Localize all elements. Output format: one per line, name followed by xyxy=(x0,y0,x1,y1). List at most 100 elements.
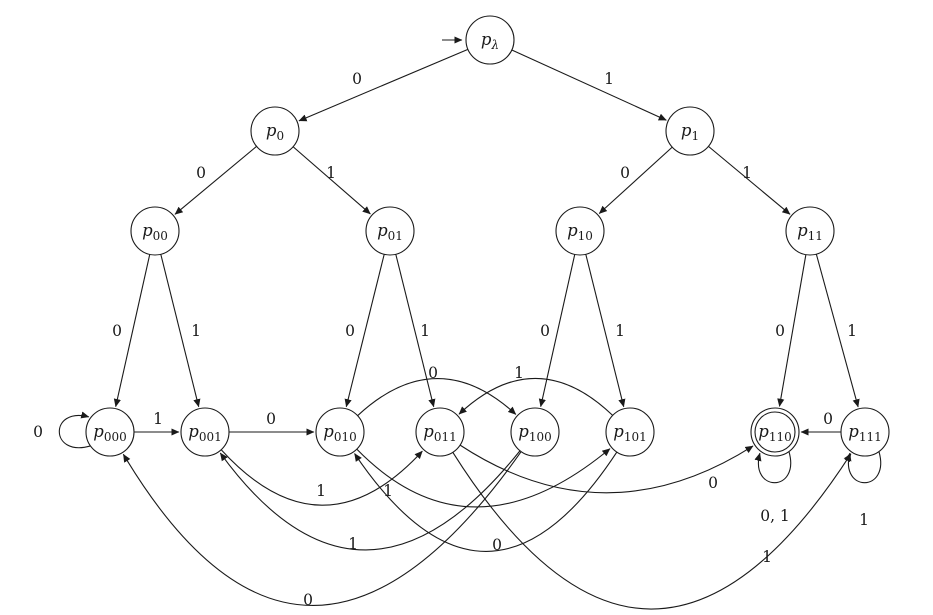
transition-label-p_111-p_110: 0 xyxy=(823,410,833,428)
state-p_111: p111 xyxy=(840,407,890,457)
transition-p_0-p_01-on-1 xyxy=(292,146,371,215)
transition-label-p_011-p_110: 0 xyxy=(708,474,718,492)
transition-label-p_001-p_011: 1 xyxy=(316,482,326,500)
state-circle-p_1 xyxy=(665,106,715,156)
state-circle-p_10 xyxy=(555,206,605,256)
state-p_0: p0 xyxy=(250,106,300,156)
states-layer: pλ p0 p1 p00 p01 p10 p11 p000 p001 p010 p011 p100 p1… xyxy=(85,15,890,457)
transition-p_110-p_110-on-0-1 xyxy=(754,451,792,484)
transition-p_0-p_00-on-0 xyxy=(174,145,257,215)
transition-label-p_00-p_001: 1 xyxy=(191,322,201,340)
transition-label-p_111-p_111: 1 xyxy=(859,511,869,529)
state-circle-p_010 xyxy=(315,407,365,457)
state-circle-p_11 xyxy=(785,206,835,256)
transition-p_100-p_001-on-1 xyxy=(219,450,521,551)
transition-label-p_10-p_100: 0 xyxy=(540,322,550,340)
transition-label-p_001-p_010: 0 xyxy=(266,410,276,428)
transition-p_1-p_11-on-1 xyxy=(708,145,791,215)
transition-label-p_10-p_101: 1 xyxy=(615,322,625,340)
transition-p_11-p_110-on-0 xyxy=(777,254,807,407)
state-circle-p_00 xyxy=(130,206,180,256)
state-circle-p_000 xyxy=(85,407,135,457)
state-p_1: p1 xyxy=(665,106,715,156)
transition-label-p_0-p_00: 0 xyxy=(196,164,206,182)
transition-p_01-p_010-on-0 xyxy=(344,254,385,408)
state-label-p_11: p11 xyxy=(797,221,823,243)
transition-p_101-p_010-on-0 xyxy=(354,451,618,552)
state-label-p_110: p110 xyxy=(758,422,791,444)
transition-p_lambda-p_0-on-0 xyxy=(298,48,469,122)
state-circle-p_111 xyxy=(840,407,890,457)
state-label-p_10: p10 xyxy=(567,221,593,243)
transition-label-p_110-p_110: 0, 1 xyxy=(760,507,790,525)
state-p_001: p001 xyxy=(180,407,230,457)
state-label-p_001: p001 xyxy=(188,422,221,444)
transition-label-p_0-p_01: 1 xyxy=(326,164,336,182)
transition-p_011-p_110-on-0 xyxy=(459,444,754,494)
state-label-p_101: p101 xyxy=(613,422,646,444)
transition-label-p_100-p_001: 1 xyxy=(348,535,358,553)
transition-label-p_1-p_10: 0 xyxy=(620,164,630,182)
transition-p_1-p_10-on-0 xyxy=(598,146,673,214)
transition-p_000-p_000-on-0 xyxy=(58,411,91,449)
transition-label-p_01-p_011: 1 xyxy=(420,322,430,340)
state-label-p_100: p100 xyxy=(518,422,551,444)
state-p_110: p110 xyxy=(750,407,800,457)
state-inner-circle-p_110 xyxy=(754,411,796,453)
state-circle-p_lambda xyxy=(465,15,515,65)
transition-label-p_11-p_110: 0 xyxy=(775,322,785,340)
state-label-p_lambda: pλ xyxy=(481,30,499,52)
state-label-p_01: p01 xyxy=(377,221,403,243)
state-circle-p_01 xyxy=(365,206,415,256)
transition-label-p_010-p_100: 0 xyxy=(428,364,438,382)
transition-p_010-p_100-on-0 xyxy=(357,378,517,417)
transition-p_lambda-p_1-on-1 xyxy=(511,49,667,121)
transition-label-p_100-p_000: 0 xyxy=(303,591,313,609)
transition-p_111-p_111-on-1 xyxy=(844,451,882,484)
state-p_000: p000 xyxy=(85,407,135,457)
transition-p_00-p_000-on-0 xyxy=(113,254,151,408)
state-p_101: p101 xyxy=(605,407,655,457)
transition-p_010-p_101-on-1 xyxy=(356,448,611,508)
transition-label-p_lambda-p_0: 0 xyxy=(352,70,362,88)
transition-p_101-p_011-on-1 xyxy=(458,377,614,416)
transition-label-p_000-p_000: 0 xyxy=(33,423,43,441)
state-label-p_011: p011 xyxy=(423,422,456,444)
transition-label-p_000-p_001: 1 xyxy=(153,410,163,428)
transition-label-p_11-p_111: 1 xyxy=(847,322,857,340)
transition-p_01-p_011-on-1 xyxy=(395,254,436,408)
state-label-p_111: p111 xyxy=(848,422,881,444)
state-p_11: p11 xyxy=(785,206,835,256)
transition-p_00-p_001-on-1 xyxy=(160,254,201,408)
state-p_01: p01 xyxy=(365,206,415,256)
state-p_00: p00 xyxy=(130,206,180,256)
state-p_10: p10 xyxy=(555,206,605,256)
state-label-p_000: p000 xyxy=(93,422,126,444)
state-p_100: p100 xyxy=(510,407,560,457)
transition-label-p_101-p_010: 0 xyxy=(492,536,502,554)
transition-p_001-p_011-on-1 xyxy=(220,449,423,506)
transition-label-p_lambda-p_1: 1 xyxy=(604,70,614,88)
state-circle-p_011 xyxy=(415,407,465,457)
transition-p_10-p_100-on-0 xyxy=(538,254,576,408)
transition-label-p_101-p_011: 1 xyxy=(514,364,524,382)
state-circle-p_101 xyxy=(605,407,655,457)
state-p_010: p010 xyxy=(315,407,365,457)
transition-label-p_1-p_11: 1 xyxy=(742,164,752,182)
transition-p_10-p_101-on-1 xyxy=(585,254,626,408)
state-circle-p_0 xyxy=(250,106,300,156)
state-circle-p_100 xyxy=(510,407,560,457)
transition-label-p_00-p_000: 0 xyxy=(112,322,122,340)
transition-p_100-p_000-on-0 xyxy=(122,451,522,606)
state-label-p_1: p1 xyxy=(681,121,699,143)
transition-p_011-p_111-on-1 xyxy=(452,452,852,610)
state-circle-p_001 xyxy=(180,407,230,457)
transition-label-p_010-p_101: 1 xyxy=(383,482,393,500)
state-label-p_010: p010 xyxy=(323,422,356,444)
state-label-p_0: p0 xyxy=(266,121,284,143)
transition-label-p_01-p_010: 0 xyxy=(345,322,355,340)
state-p_lambda: pλ xyxy=(465,15,515,65)
